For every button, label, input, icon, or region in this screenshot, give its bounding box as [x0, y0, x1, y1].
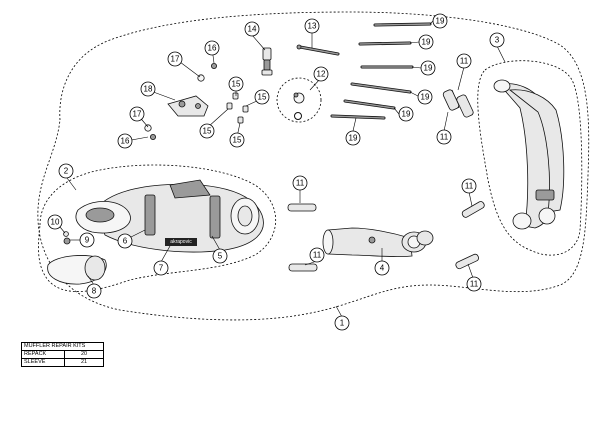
callout-15-d: 15	[229, 132, 245, 148]
kits-table-header-row: MUFFLER REPAIR KITS	[21, 342, 104, 351]
svg-text:17: 17	[133, 110, 142, 119]
svg-text:1: 1	[340, 319, 345, 328]
svg-text:3: 3	[495, 36, 500, 45]
callout-13: 13	[304, 18, 320, 34]
callout-11-b: 11	[309, 247, 325, 263]
callout-8: 8	[86, 283, 102, 299]
svg-text:11: 11	[313, 251, 322, 260]
svg-text:19: 19	[421, 93, 430, 102]
brand-logo-plate	[165, 238, 197, 246]
svg-text:19: 19	[402, 110, 411, 119]
svg-text:15: 15	[233, 136, 242, 145]
svg-text:11: 11	[296, 179, 305, 188]
svg-text:11: 11	[470, 280, 479, 289]
callout-18: 18	[140, 81, 156, 97]
callout-6: 6	[117, 233, 133, 249]
callout-11-e: 11	[456, 53, 472, 69]
svg-text:16: 16	[121, 137, 130, 146]
svg-text:19: 19	[424, 64, 433, 73]
callout-19-e: 19	[398, 106, 414, 122]
gasket-boundary	[276, 77, 322, 123]
svg-text:8: 8	[92, 287, 97, 296]
svg-text:10: 10	[51, 218, 60, 227]
svg-text:4: 4	[380, 264, 385, 273]
svg-text:11: 11	[465, 182, 474, 191]
callout-19-c: 19	[420, 60, 436, 76]
callout-2: 2	[58, 163, 74, 179]
svg-text:19: 19	[436, 17, 445, 26]
rod-part-13	[296, 44, 340, 56]
callout-1: 1	[334, 315, 350, 331]
callout-7: 7	[153, 260, 169, 276]
callout-16-b: 16	[117, 133, 133, 149]
table-row: REPACK 20	[21, 350, 104, 359]
kit-number: 20	[64, 350, 104, 359]
muffler-boundary	[38, 164, 277, 292]
svg-text:5: 5	[218, 252, 223, 261]
kit-label: REPACK	[21, 350, 65, 359]
header-pipes	[493, 79, 565, 230]
svg-text:9: 9	[85, 236, 90, 245]
callout-4: 4	[374, 260, 390, 276]
svg-text:17: 17	[171, 55, 180, 64]
kit-number: 21	[64, 358, 104, 367]
callout-19-a: 19	[432, 13, 448, 29]
svg-text:2: 2	[64, 167, 69, 176]
svg-text:11: 11	[440, 133, 449, 142]
svg-text:14: 14	[248, 25, 257, 34]
svg-text:12: 12	[317, 70, 326, 79]
callout-19-f: 19	[345, 130, 361, 146]
svg-text:19: 19	[422, 38, 431, 47]
muffler: akrapovic	[75, 179, 264, 253]
callout-15-c: 15	[199, 123, 215, 139]
callout-5: 5	[212, 248, 228, 264]
link-pipe	[322, 227, 434, 258]
callout-3: 3	[489, 32, 505, 48]
system-boundary	[37, 11, 590, 321]
kits-table-header: MUFFLER REPAIR KITS	[21, 342, 104, 351]
callout-11-a: 11	[292, 175, 308, 191]
svg-text:15: 15	[232, 80, 241, 89]
callout-17-b: 17	[129, 106, 145, 122]
table-row: SLEEVE 21	[21, 358, 104, 367]
end-cap	[47, 255, 107, 285]
springs-part-11	[287, 89, 485, 272]
svg-text:15: 15	[203, 127, 212, 136]
header-boundary	[477, 60, 583, 256]
svg-text:7: 7	[159, 264, 164, 273]
callout-15-a: 15	[228, 76, 244, 92]
svg-text:11: 11	[460, 57, 469, 66]
callout-11-f: 11	[436, 129, 452, 145]
callout-17-a: 17	[167, 51, 183, 67]
callout-9: 9	[79, 232, 95, 248]
svg-text:13: 13	[308, 22, 317, 31]
svg-text:16: 16	[208, 44, 217, 53]
svg-text:19: 19	[349, 134, 358, 143]
screw-part-9	[63, 237, 71, 245]
leader-lines	[59, 20, 506, 318]
straps-part-19	[330, 22, 432, 120]
brand-logo-text: akrapovic	[170, 239, 192, 245]
callout-14: 14	[244, 21, 260, 37]
callout-12: 12	[313, 66, 329, 82]
kit-label: SLEEVE	[21, 358, 65, 367]
callout-11-c: 11	[461, 178, 477, 194]
gaskets-part-12	[293, 92, 305, 120]
bracket-part-18	[167, 95, 209, 117]
callout-16-a: 16	[204, 40, 220, 56]
plug-part-14	[261, 47, 273, 76]
svg-text:15: 15	[258, 93, 267, 102]
callout-15-b: 15	[254, 89, 270, 105]
callout-11-d: 11	[466, 276, 482, 292]
svg-text:6: 6	[123, 237, 128, 246]
callout-19-d: 19	[417, 89, 433, 105]
svg-text:18: 18	[144, 85, 153, 94]
fasteners	[144, 63, 249, 140]
callout-19-b: 19	[418, 34, 434, 50]
muffler-repair-kits-table: MUFFLER REPAIR KITS REPACK 20 SLEEVE 21	[21, 342, 104, 367]
callout-10: 10	[47, 214, 63, 230]
